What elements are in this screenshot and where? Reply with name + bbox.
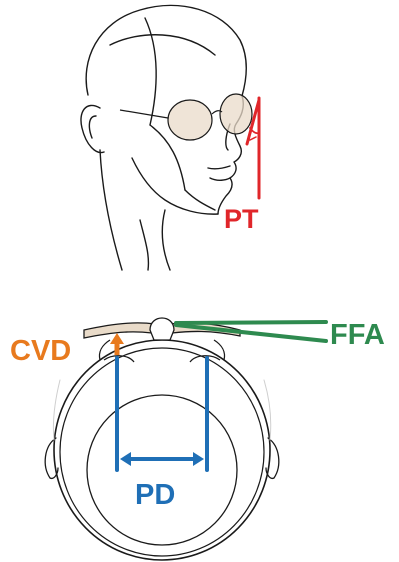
lip bbox=[210, 178, 230, 180]
guide-right bbox=[264, 380, 271, 440]
ffa-label: FFA bbox=[330, 319, 385, 351]
cheek-line bbox=[185, 190, 215, 210]
head-outline-outer bbox=[54, 340, 270, 560]
glasses-side-view bbox=[120, 94, 252, 140]
cvd-label: CVD bbox=[10, 335, 71, 367]
right-lens-side bbox=[220, 94, 252, 134]
mouth bbox=[208, 166, 230, 169]
neck-back bbox=[100, 150, 122, 270]
left-lens-side bbox=[168, 100, 212, 140]
neck-front bbox=[162, 210, 170, 270]
cvd-arrow-head bbox=[110, 333, 124, 344]
ffa-line-upper bbox=[176, 322, 326, 323]
crown-circle bbox=[87, 395, 237, 545]
guide-left bbox=[53, 380, 60, 440]
head-outline-inner bbox=[60, 348, 264, 556]
nose-bridge-top bbox=[150, 318, 174, 340]
ear-outer bbox=[81, 105, 104, 152]
hair-line bbox=[110, 35, 215, 55]
head-top-view bbox=[45, 340, 279, 560]
pt-label: PT bbox=[224, 204, 259, 234]
pd-arrow-right bbox=[193, 452, 204, 466]
jaw-line bbox=[132, 158, 218, 214]
skull-outline bbox=[86, 5, 246, 96]
temple-arm-side bbox=[120, 110, 168, 118]
pt-arc-tick bbox=[250, 137, 256, 140]
ear-inner bbox=[89, 116, 96, 138]
pd-label: PD bbox=[135, 479, 175, 511]
pd-arrow-left bbox=[120, 452, 131, 466]
neck-muscle bbox=[140, 220, 148, 270]
head-side-view bbox=[81, 5, 246, 270]
ffa-line-lower bbox=[176, 325, 326, 341]
hair-line-2 bbox=[145, 18, 156, 125]
